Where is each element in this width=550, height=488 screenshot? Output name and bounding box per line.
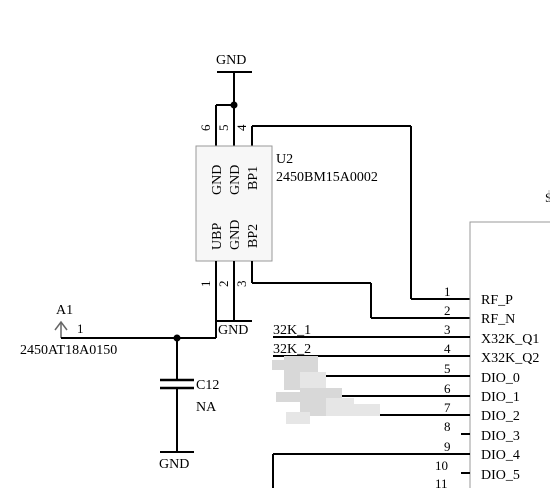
antenna-ref: A1 xyxy=(56,303,73,318)
net-label-32k2: 32K_2 xyxy=(273,342,311,357)
obscured-labels xyxy=(272,356,380,424)
mcu-pin4-name: X32K_Q2 xyxy=(481,351,539,366)
u2-pin-gnd-a: GND xyxy=(210,165,225,195)
u2-pin5-num: 5 xyxy=(216,125,231,132)
mcu-pin8-name: DIO_3 xyxy=(481,429,520,444)
antenna-pin: 1 xyxy=(77,321,84,336)
mcu-pin7-name: DIO_2 xyxy=(481,409,520,424)
u2-pin-gnd-b: GND xyxy=(228,165,243,195)
u2-pin4-num: 4 xyxy=(234,124,249,131)
u2-ref: U2 xyxy=(276,152,293,167)
mcu-pin1-name: RF_P xyxy=(481,293,513,308)
mcu-pin9-name: DIO_4 xyxy=(481,448,520,463)
mcu-pin6-name: DIO_1 xyxy=(481,390,520,405)
mcu-edge-mark: S xyxy=(545,190,550,205)
u2-pin3-num: 3 xyxy=(234,281,249,288)
antenna-value: 2450AT18A0150 xyxy=(20,343,117,358)
gnd-top-label: GND xyxy=(216,53,246,68)
gnd-cap-label: GND xyxy=(159,457,189,472)
mcu-pin3-name: X32K_Q1 xyxy=(481,332,539,347)
cap-value: NA xyxy=(196,400,217,415)
u2-pin1-num: 1 xyxy=(198,281,213,288)
u2-body xyxy=(195,145,273,262)
u2-value: 2450BM15A0002 xyxy=(276,170,378,185)
mcu-pin4-num: 4 xyxy=(444,341,451,356)
mcu-pin7-num: 7 xyxy=(444,400,451,415)
mcu-pin8-num: 8 xyxy=(444,419,451,434)
mcu-pin11-num: 11 xyxy=(435,476,448,488)
mcu-body xyxy=(469,221,550,488)
u2-pin-bp2: BP2 xyxy=(246,224,261,248)
mcu-pin2-name: RF_N xyxy=(481,312,515,327)
u2-pin-ubp: UBP xyxy=(210,223,225,250)
mcu-pin5-name: DIO_0 xyxy=(481,371,520,386)
u2-pin-gnd-c: GND xyxy=(228,220,243,250)
mcu-pin2-num: 2 xyxy=(444,303,451,318)
mcu-pin5-num: 5 xyxy=(444,361,451,376)
mcu-pin6-num: 6 xyxy=(444,381,451,396)
mcu-pin10-num: 10 xyxy=(435,458,448,473)
net-label-32k1: 32K_1 xyxy=(273,323,311,338)
cap-ref: C12 xyxy=(196,378,219,393)
mcu-pin10-name: DIO_5 xyxy=(481,468,520,483)
u2-pin-bp1: BP1 xyxy=(246,166,261,190)
gnd-mid-label: GND xyxy=(218,323,248,338)
mcu-pin9-num: 9 xyxy=(444,439,451,454)
mcu-pin3-num: 3 xyxy=(444,322,451,337)
u2-pin2-num: 2 xyxy=(216,281,231,288)
mcu-pin1-num: 1 xyxy=(444,284,451,299)
u2-pin6-num: 6 xyxy=(198,124,213,131)
